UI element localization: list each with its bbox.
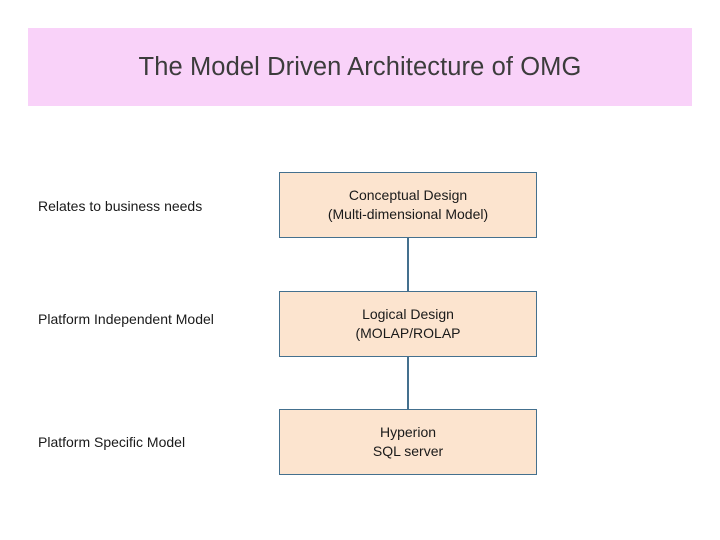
box-physical-products-line2: SQL server	[372, 443, 444, 459]
box-logical-design-line1: Logical Design	[362, 306, 454, 323]
box-conceptual-design-line1: Conceptual Design	[348, 187, 468, 204]
box-logical-design-line2: (MOLAP/ROLAP	[355, 325, 461, 341]
title-banner: The Model Driven Architecture of OMG	[28, 28, 692, 106]
box-conceptual-design: Conceptual Design (Multi-dimensional Mod…	[279, 172, 537, 238]
connector-conceptual-to-logical	[407, 238, 409, 291]
left-label-platform-specific: Platform Specific Model	[38, 434, 186, 450]
box-logical-design: Logical Design (MOLAP/ROLAP	[279, 291, 537, 357]
left-label-platform-independent: Platform Independent Model	[38, 311, 214, 327]
box-physical-products: Hyperion SQL server	[279, 409, 537, 475]
box-conceptual-design-line2: (Multi-dimensional Model)	[327, 206, 489, 222]
left-label-conceptual: Relates to business needs	[38, 198, 203, 214]
connector-logical-to-physical	[407, 357, 409, 409]
page-title: The Model Driven Architecture of OMG	[138, 52, 582, 81]
box-physical-products-line1: Hyperion	[379, 424, 437, 441]
